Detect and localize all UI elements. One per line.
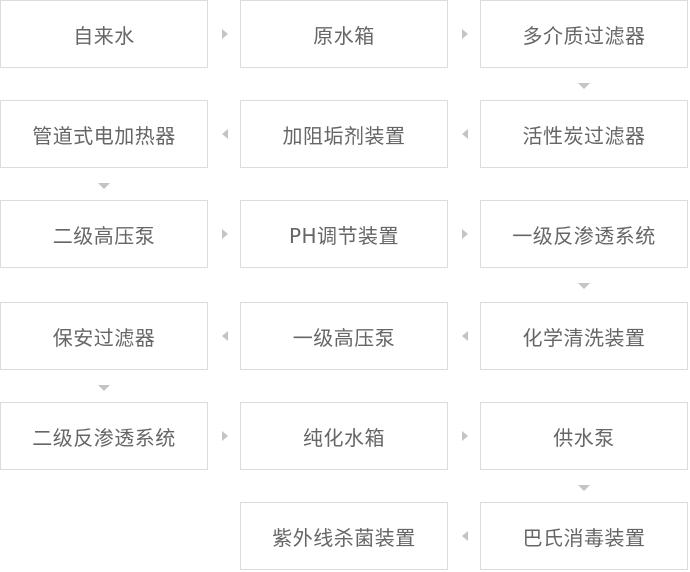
step-activated-carbon-filter: 活性炭过滤器 [480, 100, 688, 168]
step-ph-adjustment: PH调节装置 [240, 200, 448, 268]
step-label: 加阻垢剂装置 [282, 123, 406, 148]
step-secondary-ro-system: 二级反渗透系统 [0, 402, 208, 470]
step-primary-ro-system: 一级反渗透系统 [480, 200, 688, 268]
step-raw-water-tank: 原水箱 [240, 0, 448, 68]
arrow-left-icon [462, 531, 468, 541]
step-tap-water: 自来水 [0, 0, 208, 68]
step-security-filter: 保安过滤器 [0, 302, 208, 370]
step-antiscalant-dosing: 加阻垢剂装置 [240, 100, 448, 168]
step-primary-high-pressure-pump: 一级高压泵 [240, 302, 448, 370]
step-label: 保安过滤器 [52, 325, 156, 350]
step-multimedia-filter: 多介质过滤器 [480, 0, 688, 68]
step-label: PH调节装置 [288, 223, 400, 248]
arrow-right-icon [462, 29, 468, 39]
arrow-right-icon [222, 29, 228, 39]
arrow-right-icon [222, 229, 228, 239]
step-label: 自来水 [73, 23, 135, 48]
step-label: 二级高压泵 [52, 223, 156, 248]
arrow-down-icon [578, 485, 590, 491]
step-label: 二级反渗透系统 [32, 425, 176, 450]
step-label: 原水箱 [313, 23, 375, 48]
step-uv-sterilizer: 紫外线杀菌装置 [240, 502, 448, 570]
arrow-right-icon [462, 431, 468, 441]
arrow-left-icon [462, 331, 468, 341]
step-secondary-high-pressure-pump: 二级高压泵 [0, 200, 208, 268]
arrow-left-icon [222, 331, 228, 341]
step-label: 紫外线杀菌装置 [272, 525, 416, 550]
step-label: 供水泵 [553, 425, 615, 450]
arrow-down-icon [578, 283, 590, 289]
step-label: 活性炭过滤器 [522, 123, 646, 148]
step-label: 一级反渗透系统 [512, 223, 656, 248]
step-pipeline-heater: 管道式电加热器 [0, 100, 208, 168]
step-label: 一级高压泵 [292, 325, 396, 350]
arrow-left-icon [462, 129, 468, 139]
step-purified-water-tank: 纯化水箱 [240, 402, 448, 470]
step-label: 纯化水箱 [303, 425, 385, 450]
arrow-left-icon [222, 129, 228, 139]
step-water-supply-pump: 供水泵 [480, 402, 688, 470]
step-label: 多介质过滤器 [522, 23, 646, 48]
arrow-down-icon [98, 385, 110, 391]
arrow-down-icon [578, 83, 590, 89]
arrow-down-icon [98, 183, 110, 189]
step-label: 巴氏消毒装置 [522, 525, 646, 550]
arrow-right-icon [462, 229, 468, 239]
step-pasteurization-device: 巴氏消毒装置 [480, 502, 688, 570]
arrow-right-icon [222, 431, 228, 441]
step-label: 管道式电加热器 [32, 123, 176, 148]
step-label: 化学清洗装置 [522, 325, 646, 350]
step-chemical-cleaning: 化学清洗装置 [480, 302, 688, 370]
